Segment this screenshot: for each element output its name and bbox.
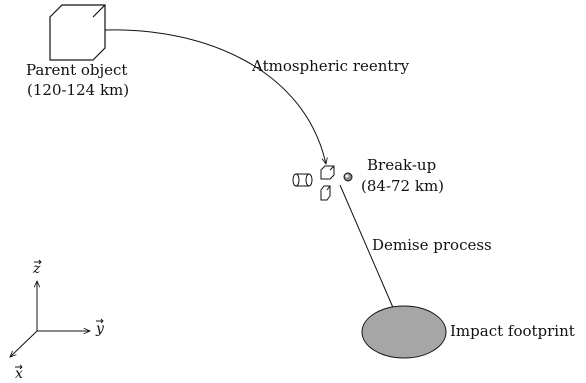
reentry-trajectory-arrow: [104, 29, 326, 164]
x-axis: [10, 330, 38, 357]
parent-object-cube: [49, 4, 106, 61]
cylinder-fragment: [292, 173, 313, 187]
y-axis-label: y: [96, 321, 104, 337]
reentry-label: Atmospheric reentry: [252, 57, 410, 75]
z-axis-label: z: [33, 261, 41, 277]
impact-footprint-label: Impact footprint: [450, 322, 575, 340]
fragments: [292, 165, 353, 201]
x-axis-label: x: [15, 366, 23, 382]
coordinate-axes: [10, 281, 90, 357]
parent-altitude-label: (120-124 km): [27, 81, 130, 99]
plate-fragment: [320, 185, 331, 201]
small-cube-fragment: [320, 165, 335, 180]
breakup-altitude-label: (84-72 km): [361, 177, 445, 195]
impact-footprint: [361, 305, 447, 359]
breakup-label: Break-up: [367, 156, 437, 174]
axis-vector-marks: [15, 259, 104, 370]
demise-label: Demise process: [372, 236, 492, 254]
parent-object-label: Parent object: [26, 61, 128, 79]
